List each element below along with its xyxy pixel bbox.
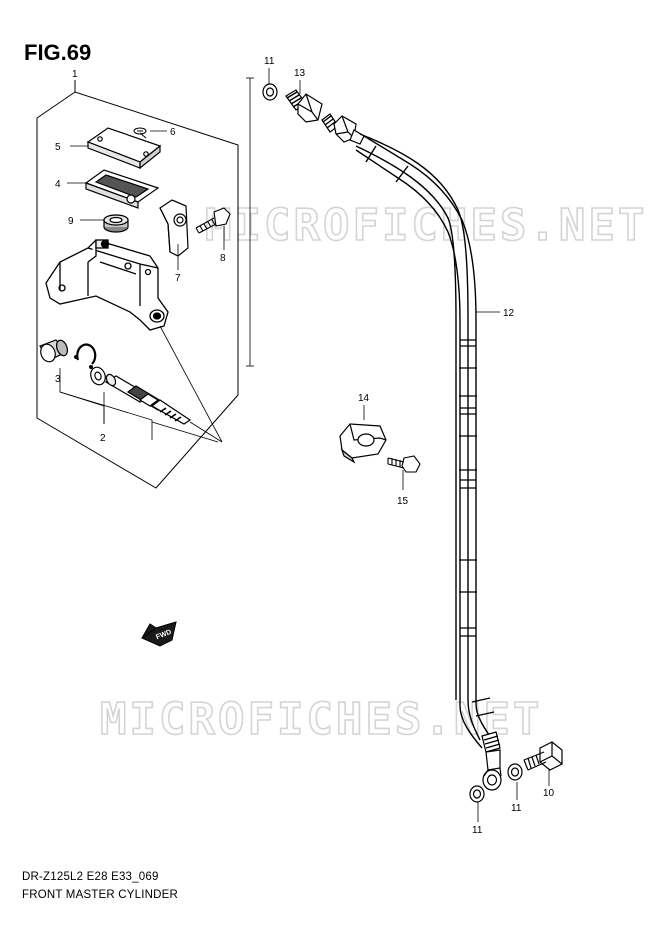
callout-11-top: 11 (264, 56, 275, 67)
model-code: DR-Z125L2 E28 E33_069 (22, 871, 159, 883)
forward-direction-arrow: FWD (140, 621, 177, 647)
diaphragm-plate (84, 169, 160, 209)
reservoir-cap (86, 127, 162, 170)
callout-2: 2 (100, 433, 106, 444)
figure-title: FIG.69 (24, 40, 92, 65)
hose-upper-fitting (321, 113, 365, 145)
union-bolt (523, 741, 563, 771)
callout-3: 3 (55, 374, 61, 385)
callout-14: 14 (358, 393, 370, 404)
brake-hose (355, 133, 495, 749)
hose-clamp (339, 423, 387, 464)
callout-12: 12 (503, 308, 515, 319)
master-cylinder-body (45, 239, 169, 331)
assembly-outline (36, 80, 239, 489)
washer-lower-left (469, 785, 485, 803)
callout-13: 13 (294, 68, 306, 79)
callout-7: 7 (175, 273, 181, 284)
callout-4: 4 (55, 179, 61, 190)
hose-union-adapter (285, 89, 323, 123)
washer-lower-right (507, 763, 523, 781)
callout-11-left: 11 (472, 825, 483, 836)
figure-name: FRONT MASTER CYLINDER (22, 889, 179, 901)
callout-numbers: 1 2 3 4 5 6 7 8 9 10 11 11 11 12 13 14 1… (55, 56, 555, 836)
watermark-top: MICROFICHES.NET (205, 200, 647, 251)
callout-8: 8 (220, 253, 226, 264)
lever-holder-clamp (159, 199, 189, 257)
hose-lower-banjo (481, 731, 502, 791)
callout-1: 1 (72, 69, 78, 80)
dust-seal (103, 214, 129, 233)
callout-11-right: 11 (511, 803, 522, 814)
watermark-group: MICROFICHES.NET MICROFICHES.NET (99, 199, 647, 746)
callout-15: 15 (397, 496, 409, 507)
guide-lines (246, 77, 254, 367)
piston-assembly (104, 373, 192, 425)
callout-9: 9 (68, 216, 74, 227)
cap-screw (133, 127, 147, 139)
callout-10: 10 (543, 788, 555, 799)
callout-6: 6 (170, 127, 176, 138)
washer-top (262, 83, 278, 101)
leader-lines (59, 68, 550, 822)
piston-boot-and-circlip (39, 339, 106, 386)
watermark-bottom: MICROFICHES.NET (100, 694, 542, 745)
hose-clamp-bolt (387, 455, 421, 473)
clamp-bolt (195, 207, 231, 234)
callout-5: 5 (55, 142, 61, 153)
